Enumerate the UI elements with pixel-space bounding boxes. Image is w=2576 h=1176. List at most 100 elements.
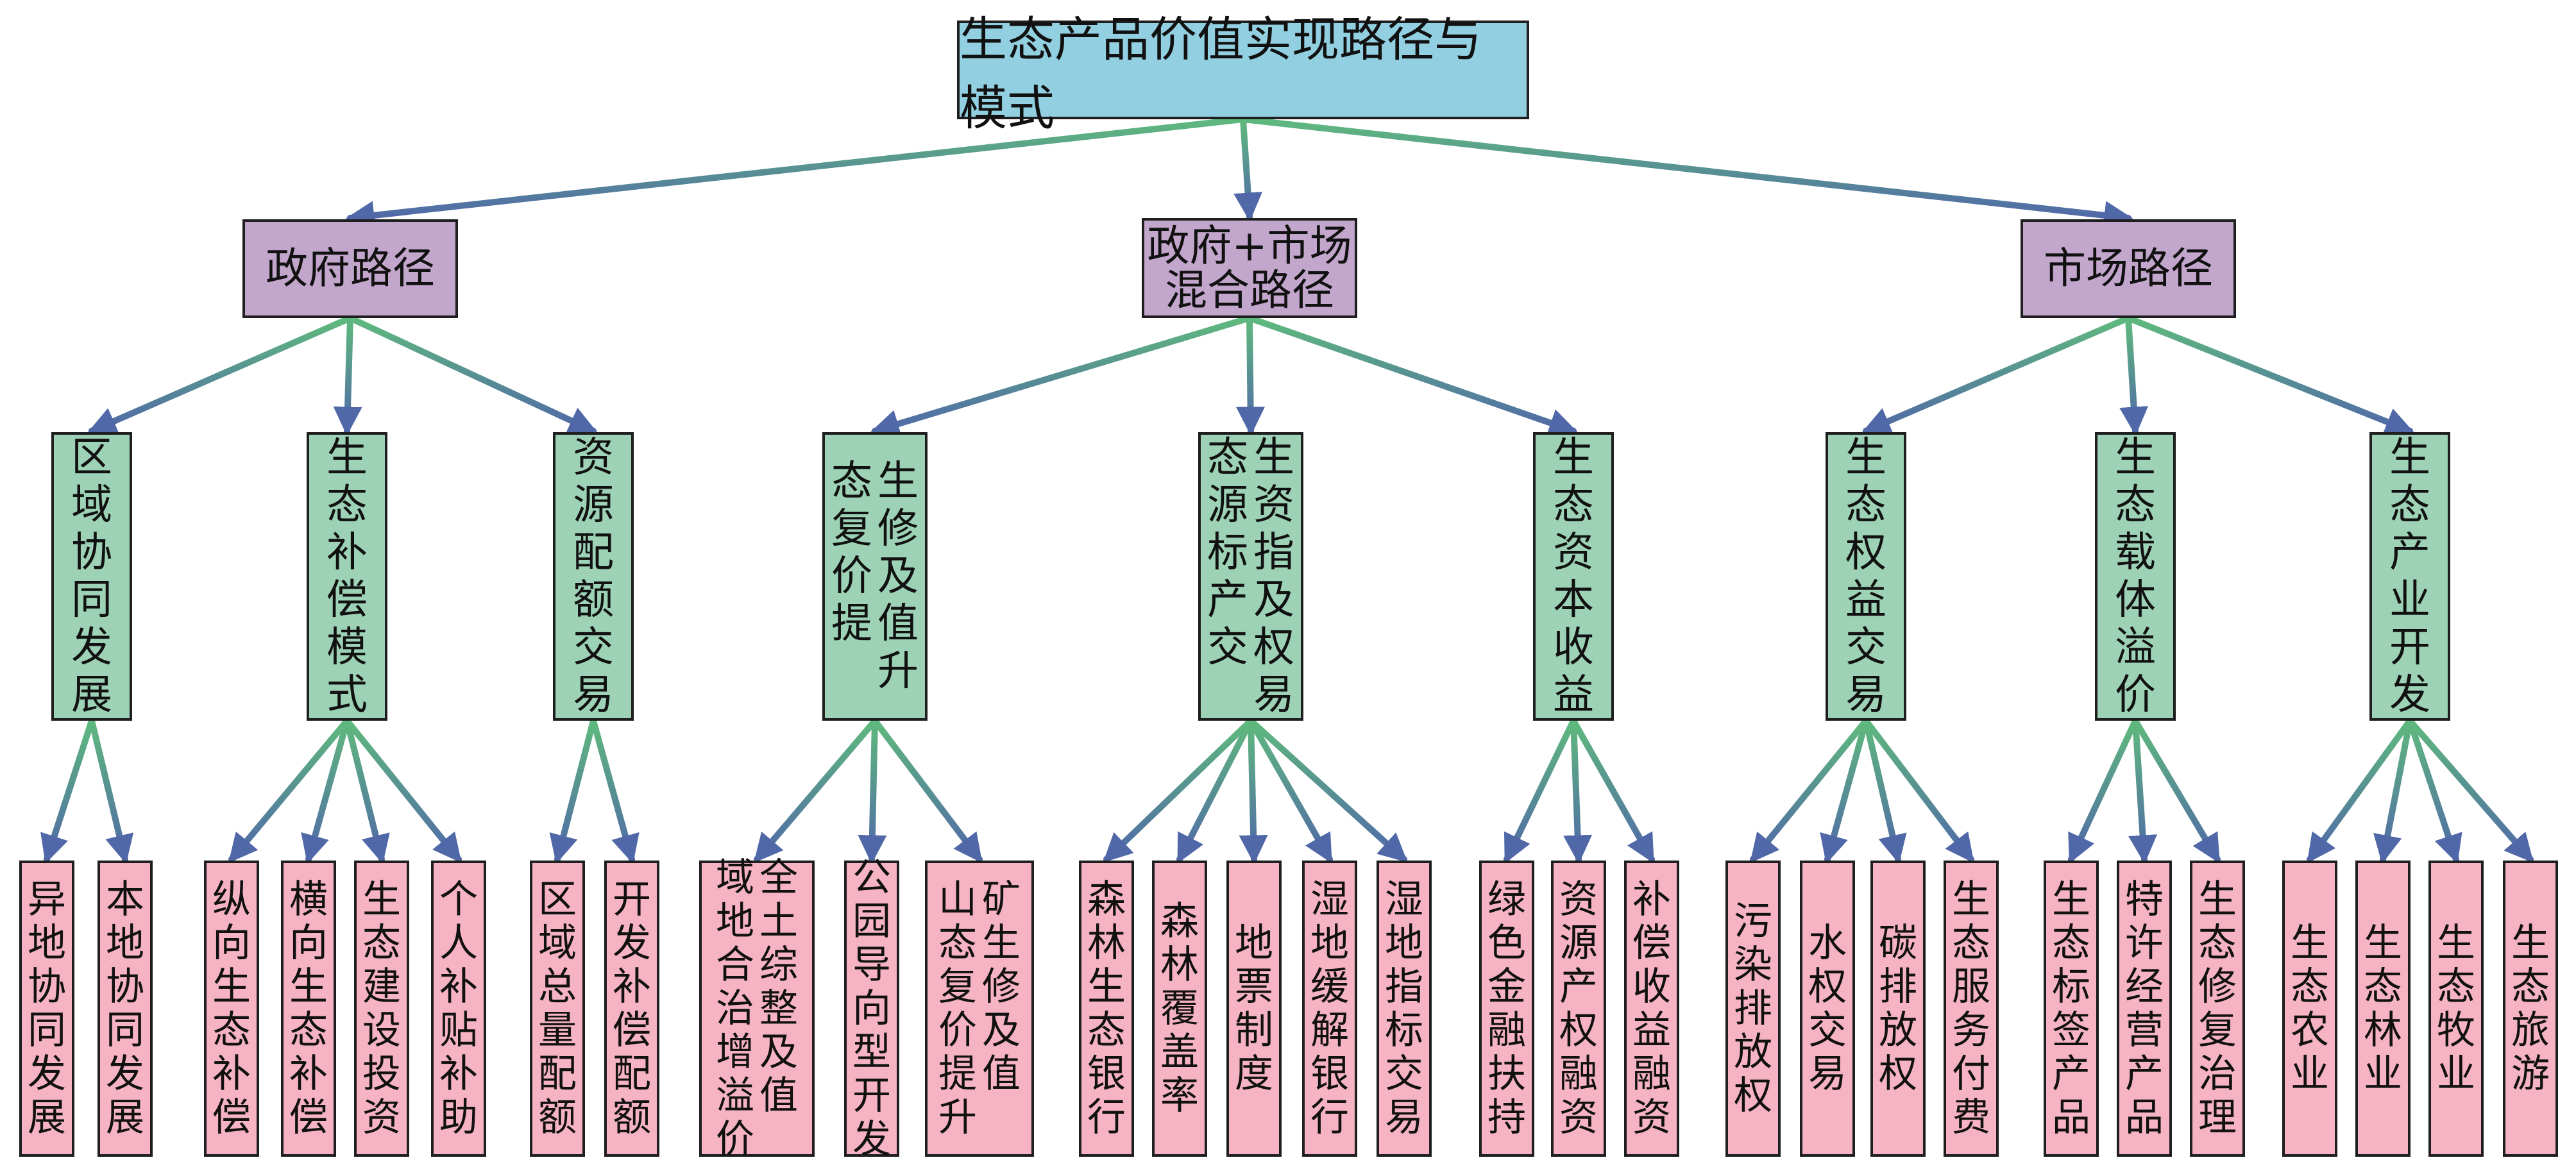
root-to-path-arrow (1233, 116, 1262, 222)
label-char: 补 (212, 1052, 251, 1096)
leaf-node: 本地协同发展 (97, 861, 153, 1157)
label-char: 营 (2125, 1008, 2164, 1053)
label-char: 态 (2052, 921, 2090, 966)
leaf-node: 森林覆盖率 (1152, 861, 1207, 1157)
label-column: 生态产业开发 (2389, 434, 2430, 719)
label-char: 务 (1952, 1008, 1990, 1053)
label-column: 资源配额交易 (573, 434, 614, 719)
label-char: 权 (1253, 624, 1294, 671)
label-char: 助 (439, 1095, 478, 1140)
label-column: 域地合治增溢价 (716, 856, 754, 1161)
mode-to-leaf-arrow (1504, 718, 1577, 864)
mode-node: 生态载体溢价 (2095, 432, 2176, 721)
label-char: 修 (2198, 964, 2237, 1009)
label-char: 污 (1734, 899, 1772, 944)
label-char: 易 (1808, 1052, 1847, 1096)
label-char: 态 (1952, 921, 1990, 966)
label-char: 易 (1385, 1095, 1423, 1140)
label-column: 特许经营产品 (2125, 878, 2164, 1139)
mode-to-leaf-arrow (2128, 718, 2158, 864)
mode-to-leaf-arrow (549, 718, 597, 864)
label-column: 生资指及权易 (1253, 434, 1294, 719)
label-char: 发 (2389, 671, 2430, 719)
label-char: 益 (1632, 1008, 1671, 1053)
mode-to-leaf-arrow (301, 718, 350, 864)
label-char: 贴 (439, 1008, 478, 1053)
mode-to-leaf-arrow (40, 718, 95, 864)
leaf-node: 生态建设投资 (354, 861, 409, 1157)
label-char: 理 (2198, 1095, 2237, 1140)
label-char: 矿 (982, 877, 1021, 922)
label-char: 林 (1087, 921, 1126, 966)
mode-to-leaf-arrow (2373, 718, 2413, 864)
label-char: 修 (982, 964, 1021, 1009)
label-column: 本地协同发展 (106, 878, 144, 1139)
label-char: 合 (716, 943, 754, 987)
label-char: 银 (1087, 1052, 1126, 1096)
label-char: 及 (982, 1008, 1021, 1053)
label-char: 生 (877, 458, 919, 505)
label-char: 提 (938, 1052, 977, 1096)
leaf-node: 生态标签产品 (2044, 861, 2099, 1157)
label-char: 覆 (1160, 986, 1199, 1031)
label-char: 态 (212, 1008, 251, 1053)
path-label-line2: 混合路径 (1165, 265, 1334, 315)
label-char: 态 (362, 921, 401, 966)
leaf-node: 异地协同发展 (19, 861, 74, 1157)
label-char: 益 (1845, 576, 1886, 624)
label-char: 资 (362, 1095, 401, 1140)
label-char: 业 (2291, 1052, 2329, 1096)
mode-to-leaf-arrow (2407, 718, 2534, 863)
label-column: 生态补偿模式 (326, 434, 368, 719)
leaf-node: 资源产权融资 (1551, 861, 1606, 1157)
mode-to-leaf-arrow (1820, 718, 1869, 864)
label-char: 资 (1559, 1095, 1598, 1140)
label-char: 缓 (1310, 964, 1349, 1009)
label-char: 态 (289, 1008, 328, 1053)
label-char: 值 (982, 1052, 1021, 1096)
mode-to-leaf-arrow (1750, 718, 1869, 863)
label-char: 服 (1952, 964, 1990, 1009)
label-char: 收 (1553, 624, 1594, 671)
label-char: 指 (1253, 529, 1294, 576)
mode-node: 生态补偿模式 (307, 432, 387, 721)
label-char: 资 (1253, 482, 1294, 529)
label-char: 持 (1487, 1095, 1526, 1140)
label-char: 地 (28, 921, 66, 966)
root-node: 生态产品价值实现路径与模式 (957, 12, 1529, 136)
label-char: 及 (759, 1030, 798, 1075)
mode-node: 生态资本收益 (1533, 432, 1614, 721)
label-char: 银 (1310, 1052, 1349, 1096)
label-char: 行 (1087, 1095, 1126, 1140)
label-char: 人 (439, 921, 478, 966)
label-char: 地 (716, 899, 754, 944)
label-char: 向 (289, 921, 328, 966)
label-char: 土 (759, 899, 798, 944)
label-char: 态 (1553, 482, 1594, 529)
label-char: 费 (1952, 1095, 1990, 1140)
label-char: 态 (2511, 964, 2550, 1009)
label-char: 解 (1310, 1008, 1349, 1053)
label-char: 量 (538, 1008, 577, 1053)
label-char: 湿 (1385, 877, 1423, 922)
label-char: 态 (1207, 434, 1248, 482)
label-char: 值 (877, 600, 919, 648)
mode-to-leaf-arrow (1563, 718, 1593, 864)
path-to-mode-arrow (1236, 315, 1266, 436)
label-char: 本 (106, 877, 144, 922)
label-char: 修 (877, 505, 919, 553)
label-char: 同 (71, 576, 112, 624)
label-char: 域 (71, 482, 112, 529)
mode-node: 生态产业开发 (2369, 432, 2450, 721)
label-char: 溢 (716, 1073, 754, 1118)
label-char: 展 (71, 671, 112, 719)
label-char: 放 (1734, 1030, 1772, 1075)
label-char: 收 (1632, 964, 1671, 1009)
mode-to-leaf-arrow (2407, 718, 2462, 864)
label-column: 生态权益交易 (1845, 434, 1886, 719)
label-char: 展 (28, 1095, 66, 1140)
label-char: 载 (2115, 529, 2156, 576)
label-char: 开 (613, 877, 651, 922)
label-char: 补 (289, 1052, 328, 1096)
